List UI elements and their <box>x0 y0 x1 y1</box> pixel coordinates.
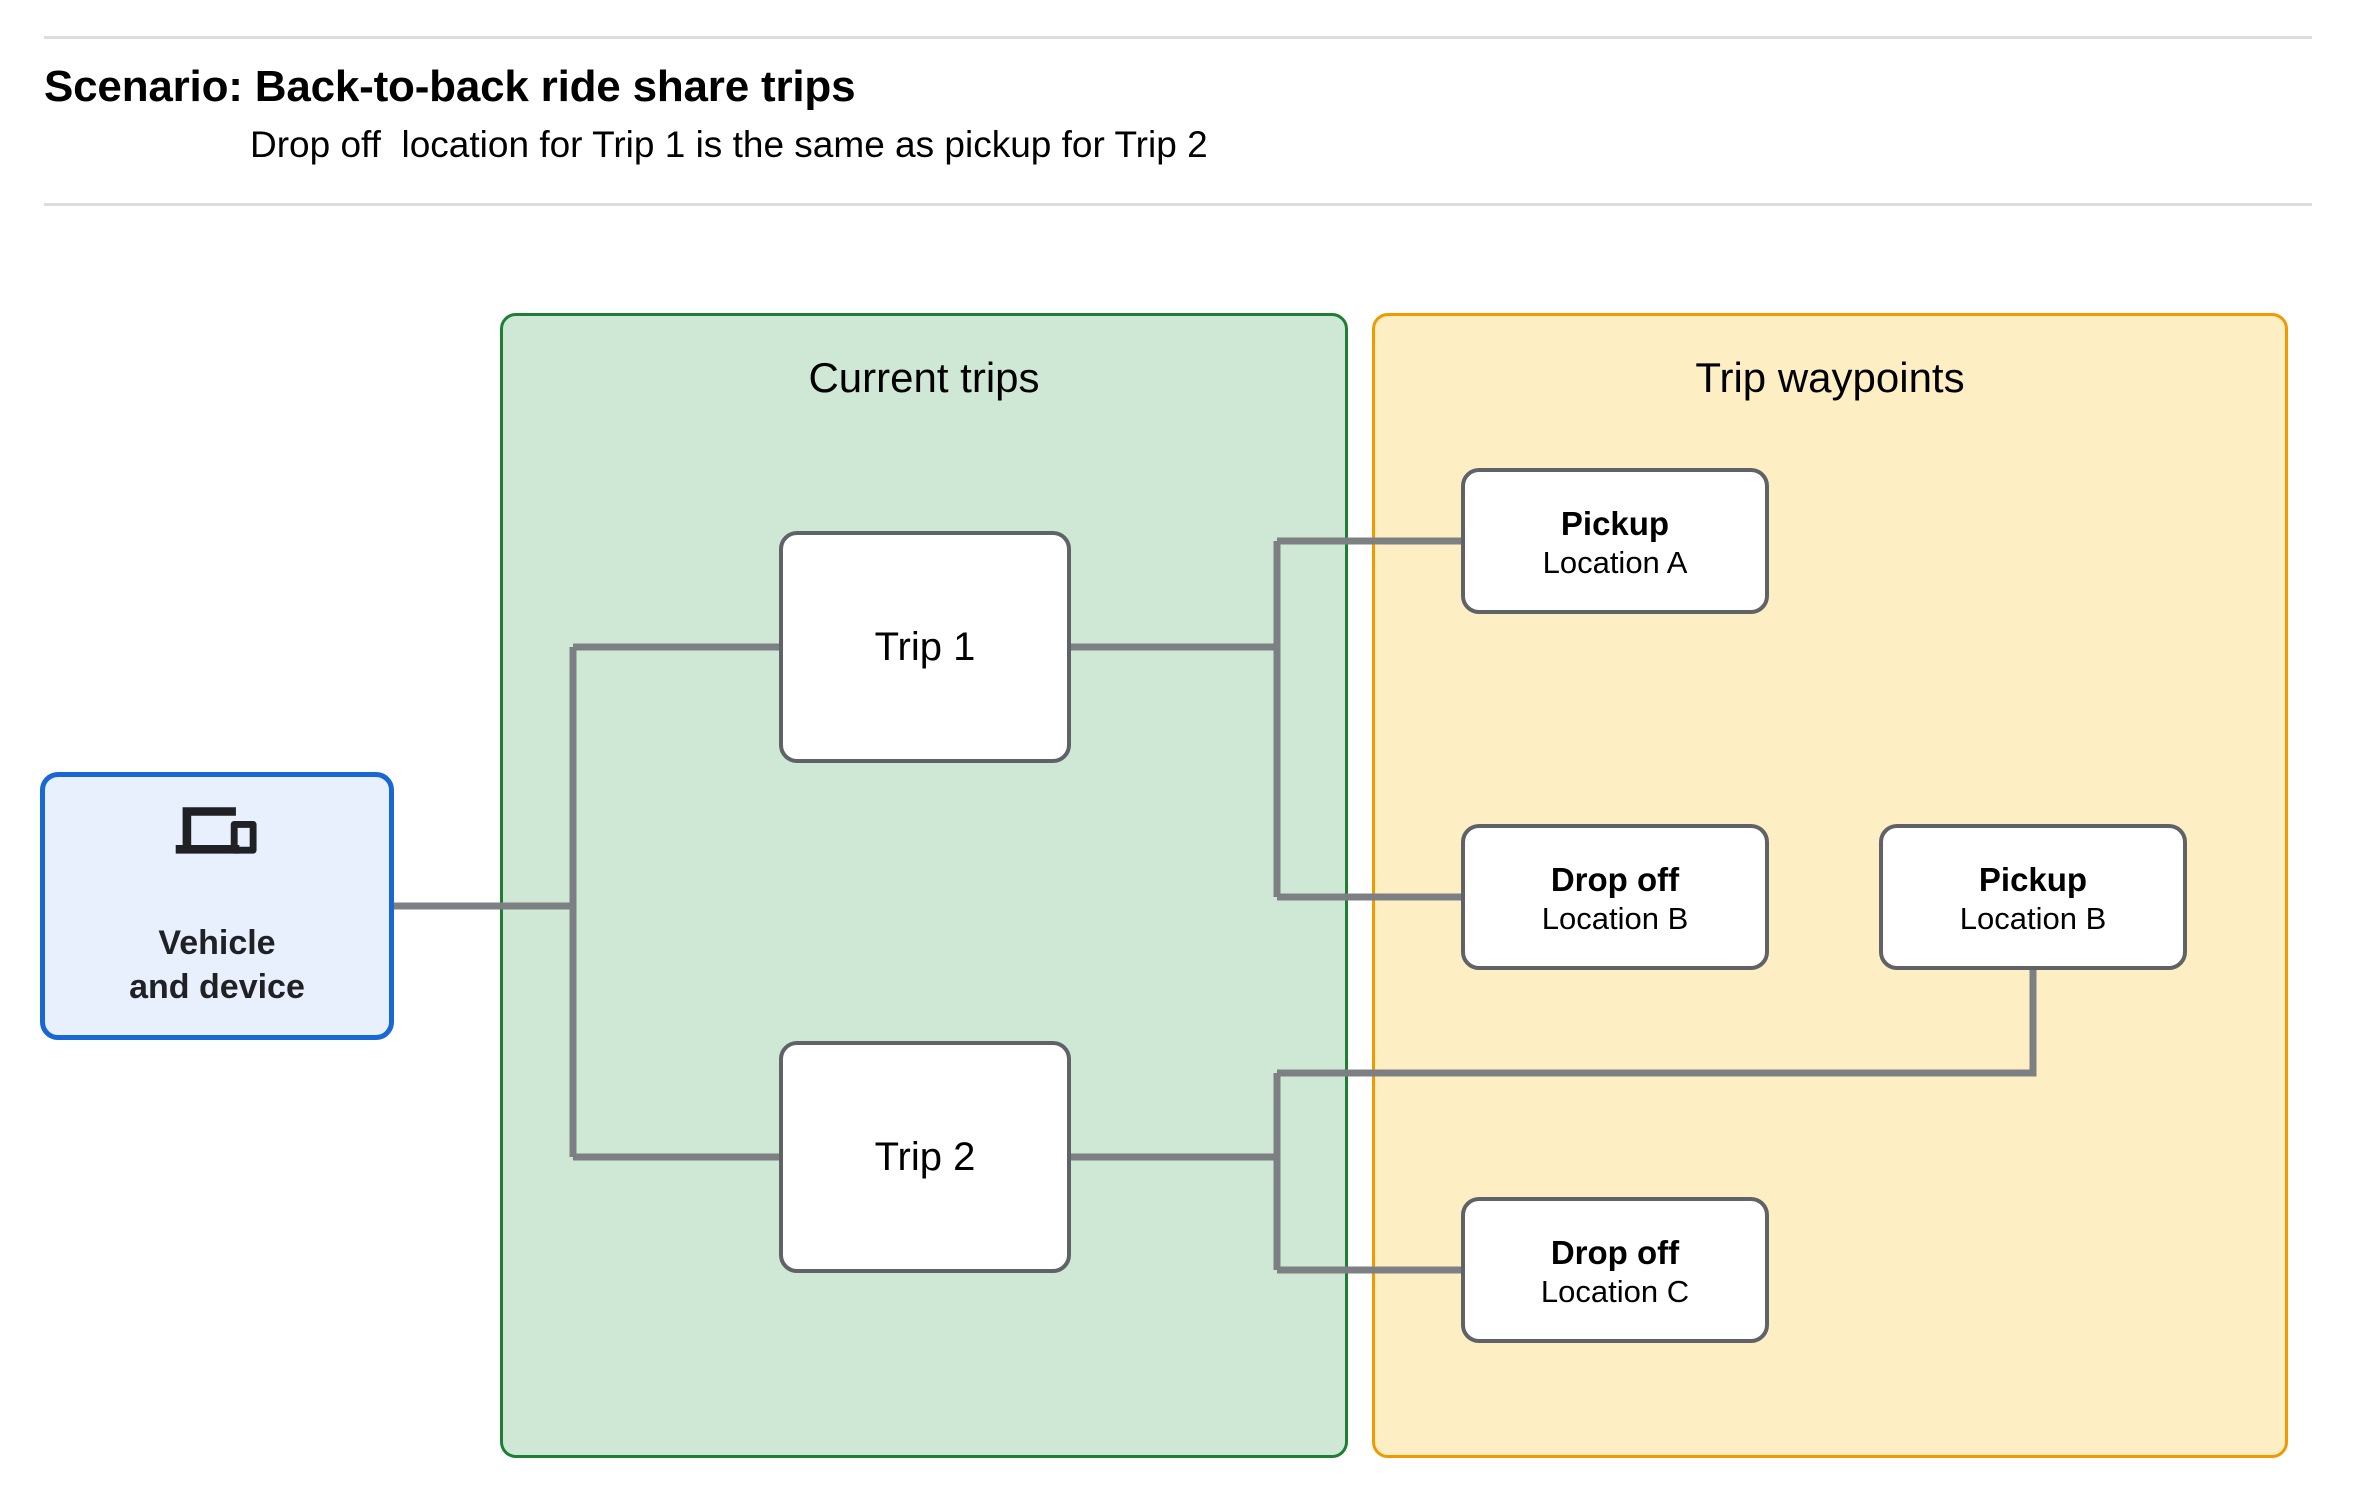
devices-icon <box>175 807 257 855</box>
waypoint-pickup-location-a[interactable]: Pickup Location A <box>1461 468 1769 614</box>
waypoint-location: Location B <box>1959 901 2107 937</box>
waypoint-type: Drop off <box>1550 1234 1680 1271</box>
header-divider-top <box>44 36 2312 39</box>
panel-current-trips: Current trips <box>500 313 1348 1458</box>
waypoint-location: Location C <box>1540 1274 1690 1310</box>
waypoint-type: Pickup <box>1560 505 1670 542</box>
waypoint-location: Location B <box>1541 901 1689 937</box>
waypoint-type: Pickup <box>1978 861 2088 898</box>
trip-1-node[interactable]: Trip 1 <box>779 531 1071 763</box>
vehicle-label-line1: Vehicle <box>158 924 276 963</box>
trip-1-label: Trip 1 <box>874 624 976 669</box>
trip-2-label: Trip 2 <box>874 1134 976 1179</box>
waypoint-dropoff-location-b[interactable]: Drop off Location B <box>1461 824 1769 970</box>
page-subtitle: Drop off location for Trip 1 is the same… <box>250 124 1208 165</box>
page-title: Scenario: Back-to-back ride share trips <box>44 62 856 111</box>
panel-current-trips-title: Current trips <box>808 354 1040 401</box>
waypoint-dropoff-location-c[interactable]: Drop off Location C <box>1461 1197 1769 1343</box>
vehicle-and-device-node[interactable]: Vehicle and device <box>40 772 394 1040</box>
waypoint-pickup-location-b[interactable]: Pickup Location B <box>1879 824 2187 970</box>
panel-trip-waypoints-title: Trip waypoints <box>1695 354 1965 401</box>
trip-2-node[interactable]: Trip 2 <box>779 1041 1071 1273</box>
header-divider-bottom <box>44 203 2312 206</box>
vehicle-label-line2: and device <box>129 968 305 1006</box>
waypoint-type: Drop off <box>1550 861 1680 898</box>
waypoint-location: Location A <box>1542 545 1688 581</box>
